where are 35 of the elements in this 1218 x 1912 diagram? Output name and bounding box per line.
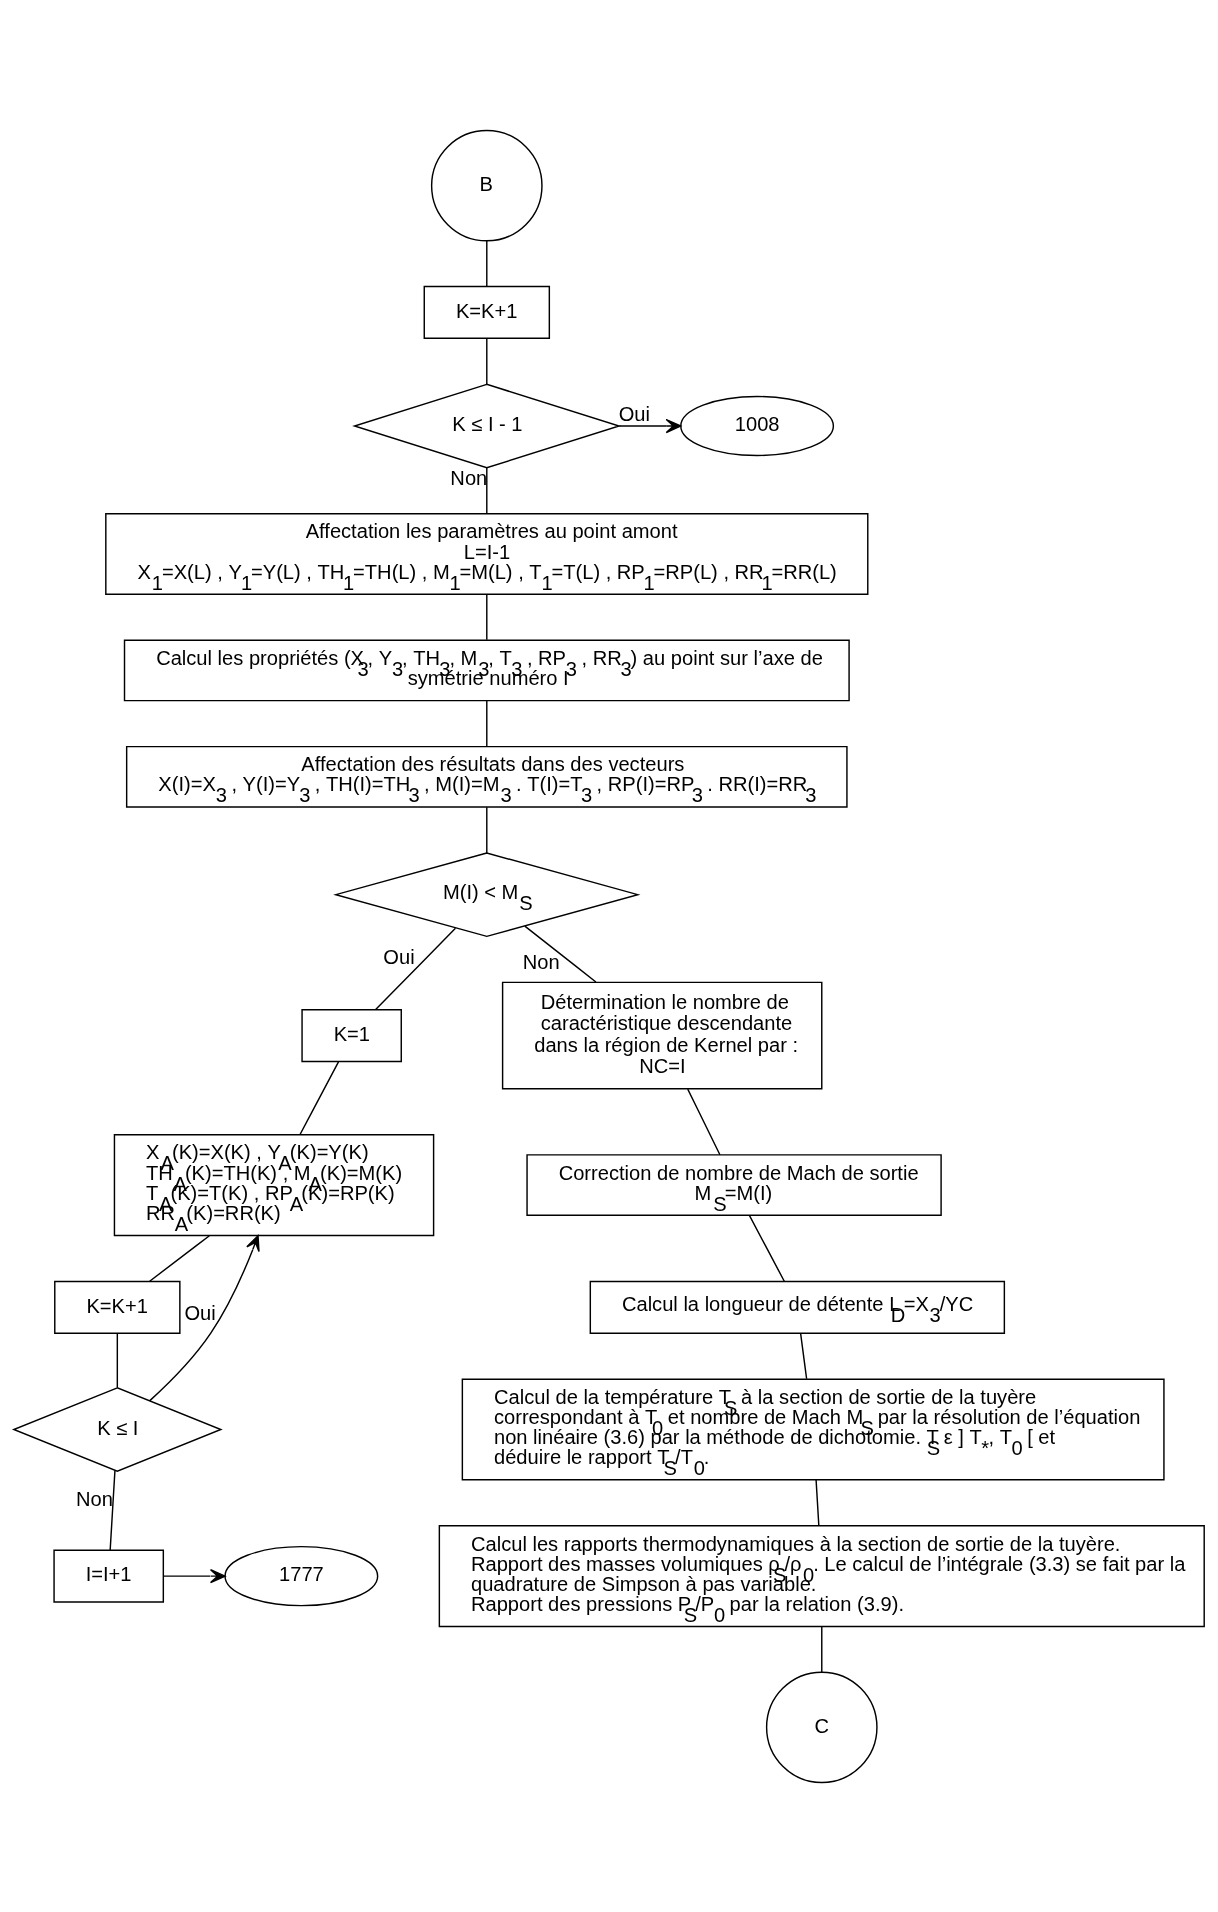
arrow bbox=[618, 418, 682, 433]
edge-label: Non bbox=[76, 1487, 113, 1510]
edge-label: Oui bbox=[184, 1301, 216, 1324]
connector bbox=[486, 466, 488, 514]
edge-label: Oui bbox=[383, 945, 415, 968]
node-box: K=K+1 bbox=[423, 285, 551, 339]
connector bbox=[821, 1625, 823, 1673]
node-box: K=K+1 bbox=[54, 1280, 181, 1334]
connector bbox=[815, 1478, 820, 1526]
node-circle: C bbox=[765, 1671, 878, 1783]
node-diamond: K ≤ I bbox=[11, 1386, 223, 1472]
arrow bbox=[149, 1234, 260, 1401]
connector bbox=[486, 593, 488, 641]
node-box: I=I+1 bbox=[53, 1549, 165, 1603]
connector bbox=[524, 924, 597, 983]
connector bbox=[374, 926, 457, 1010]
connector bbox=[109, 1469, 116, 1551]
connector bbox=[299, 1060, 340, 1135]
connector bbox=[116, 1332, 119, 1388]
connector bbox=[748, 1214, 785, 1282]
node-box: K=1 bbox=[301, 1008, 402, 1062]
connector bbox=[486, 239, 488, 287]
node-circle: B bbox=[430, 129, 543, 242]
connector bbox=[486, 806, 488, 854]
connector bbox=[687, 1087, 721, 1155]
node-ellipse: 1777 bbox=[224, 1545, 379, 1606]
node-ellipse: 1008 bbox=[680, 395, 835, 456]
connector bbox=[148, 1234, 211, 1282]
connector bbox=[799, 1332, 808, 1379]
edge-label: Non bbox=[450, 466, 488, 489]
connector bbox=[486, 699, 488, 747]
connector bbox=[486, 337, 488, 385]
arrow bbox=[162, 1568, 226, 1583]
edge-label: Non bbox=[522, 950, 560, 973]
node-box: Détermination le nombre de caractéristique descendante dans la région de Kernel par : NC=I bbox=[501, 981, 823, 1089]
